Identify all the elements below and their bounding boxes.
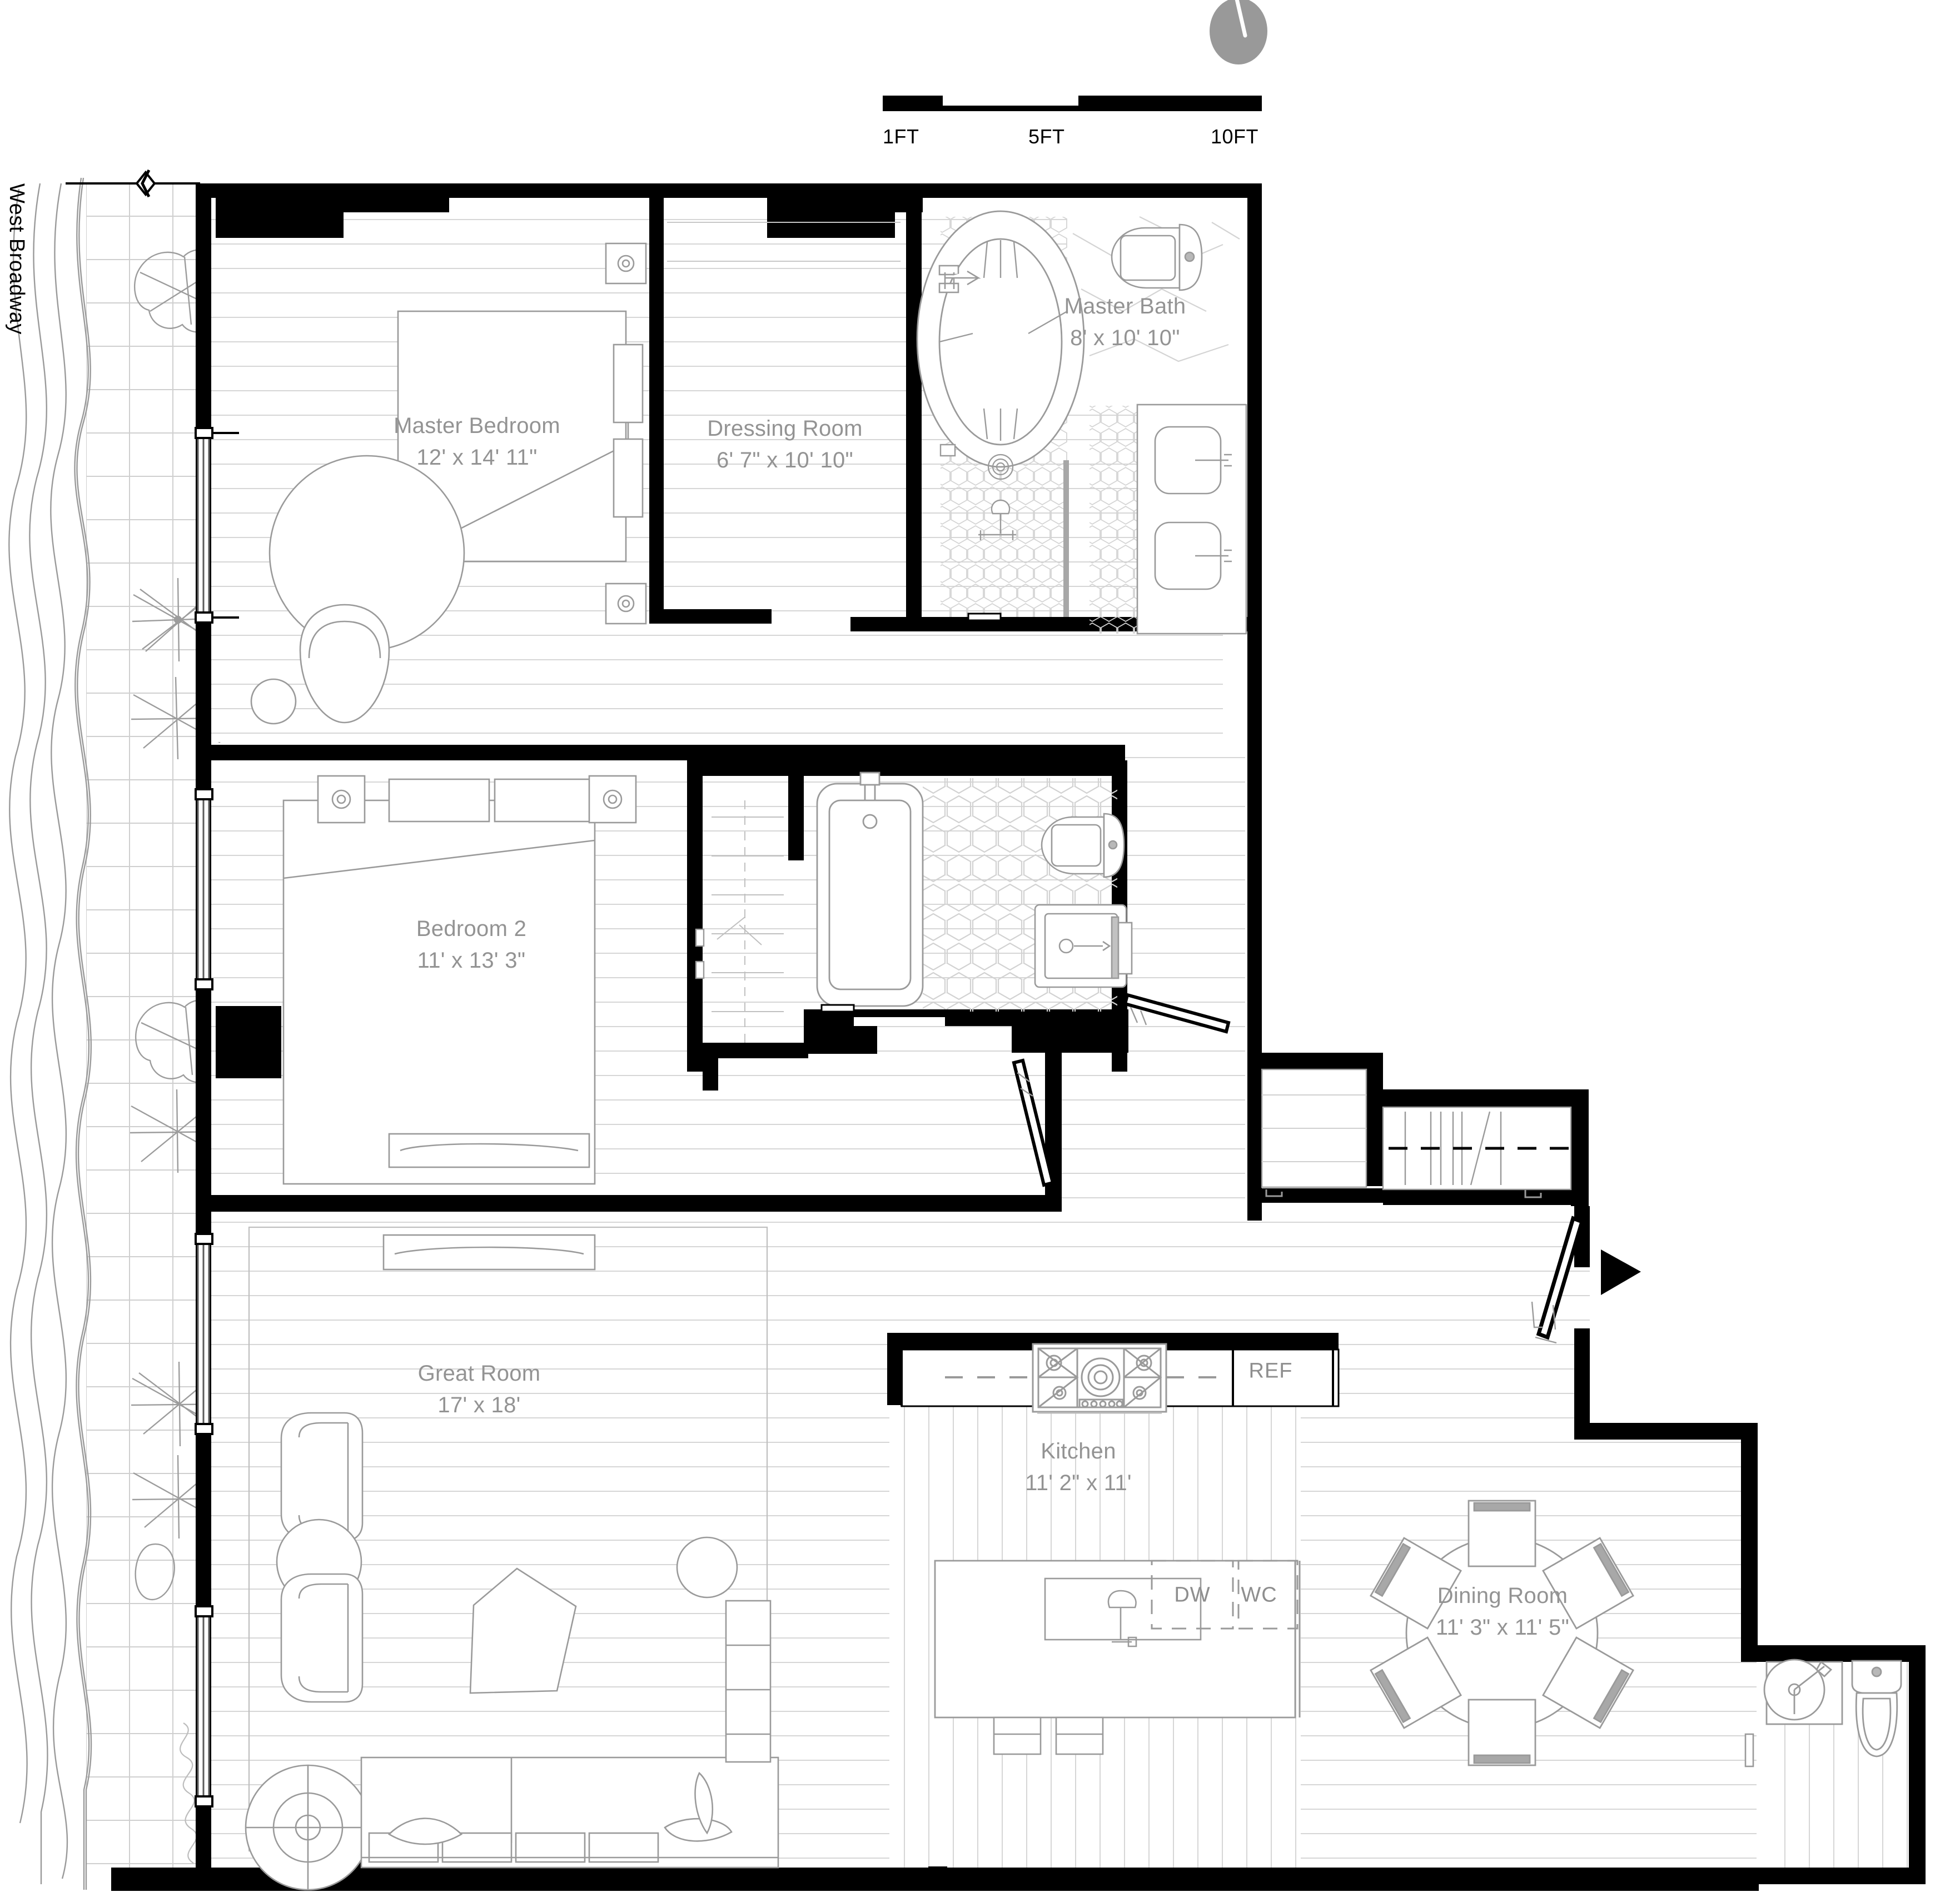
tree-canopy: [131, 1361, 226, 1447]
refrigerator-label: REF: [1248, 1359, 1293, 1383]
tree-canopy: [132, 1455, 225, 1539]
bath2-fixtures: [816, 771, 1133, 1017]
street-label: West Broadway: [5, 183, 28, 335]
great-room-furniture: [245, 1226, 779, 1891]
scale-tick-5ft: 5FT: [1028, 125, 1065, 148]
sidewalk-zone: [8, 169, 241, 1890]
tree-canopy: [132, 577, 226, 662]
dressing-room-fixtures: [667, 222, 901, 262]
doors: [1012, 993, 1754, 1767]
shrub: [135, 1544, 175, 1601]
bedroom2-furniture: [282, 775, 784, 1185]
master-bedroom-furniture: [250, 242, 647, 725]
closet-laundry: [1261, 1068, 1573, 1198]
windows-west: [195, 427, 239, 1808]
kitchen-fixtures: [901, 1343, 1340, 1755]
master-bath-fixtures: [916, 210, 1247, 635]
dining-room-furniture: [1369, 1500, 1635, 1766]
north-arrow-icon: [1210, 0, 1267, 64]
tree-canopy: [131, 676, 223, 760]
scale-bar: [883, 96, 1262, 111]
dishwasher-label: DW: [1174, 1583, 1211, 1607]
entry-direction-marker: [1601, 1249, 1641, 1295]
scale-tick-10ft: 10FT: [1211, 125, 1259, 148]
scale-tick-1ft: 1FT: [883, 125, 919, 148]
washer-closet-label: WC: [1241, 1583, 1277, 1607]
tree-canopy: [130, 1089, 224, 1173]
powder-room-fixtures: [1763, 1659, 1902, 1757]
